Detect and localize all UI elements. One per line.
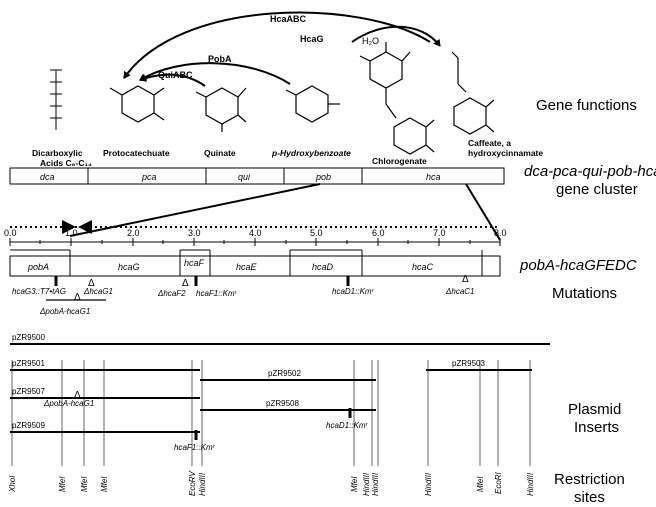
delta-marker-poba: Δ <box>74 292 81 303</box>
mutation-hcag3: hcaG3::T7•tAG <box>12 287 66 296</box>
poba-arrow <box>139 62 291 85</box>
scale-tick-3: 3.0 <box>188 228 201 238</box>
cluster-segment-pob: pob <box>315 172 331 182</box>
plasmid-lines <box>10 343 550 433</box>
cluster-segment-pca: pca <box>141 172 157 182</box>
hcag-label: HcaG <box>300 34 324 44</box>
water-label: H₂O <box>362 36 379 46</box>
delta-marker-hcac: Δ <box>462 274 469 285</box>
chlorogenate-name: Chlorogenate <box>372 156 427 166</box>
cluster-segment-dca: dca <box>40 172 55 182</box>
cluster-bar: dca pca qui pob hca <box>9 167 505 185</box>
gene-functions-label: Gene functions <box>536 97 637 114</box>
delta-marker-hcag: Δ <box>88 278 95 289</box>
kb-scale: 0.0 1.0 2.0 3.0 4.0 5.0 6.0 7.0 8.0 <box>4 228 507 246</box>
site-mfei-3: MfeI <box>100 476 109 492</box>
site-mfei-2: MfeI <box>80 476 89 492</box>
cluster-label-1: dca-pca-qui-pob-hca <box>524 163 656 180</box>
plasmid-pzr9507-deletion: ΔpobA-hcaG1 <box>43 399 94 408</box>
dicarboxylic-acid-structure <box>50 69 62 130</box>
protocatechuate-name: Protocatechuate <box>103 148 170 158</box>
gene-hcaf: hcaF <box>184 258 205 268</box>
scale-tick-7: 7.0 <box>433 228 446 238</box>
reaction-arrows <box>123 11 441 87</box>
gene-hcag: hcaG <box>118 262 140 272</box>
plasmid-pzr9507: pZR9507 <box>12 387 45 396</box>
plasmid-pzr9508-marker: hcaD1::Kmʳ <box>326 421 369 430</box>
dicarboxylic-name-1: Dicarboxylic <box>32 148 83 158</box>
restriction-site-labels: XhoI MfeI MfeI MfeI EcoRV HindIII MfeI H… <box>8 471 535 496</box>
mutation-delta-hcag1: ΔhcaG1 <box>83 287 113 296</box>
caffeate-name-1: Caffeate, a <box>468 138 511 148</box>
bowtie-marker-right <box>78 220 92 234</box>
scale-tick-1: 1.0 <box>65 228 78 238</box>
plasmid-label-2: Inserts <box>574 419 619 436</box>
quiabc-arrow <box>139 73 206 87</box>
chlorogenate-structure <box>359 42 435 155</box>
hcaabc-label: HcaABC <box>270 14 307 24</box>
hydroxybenzoate-name: p-Hydroxybenzoate <box>271 148 351 158</box>
dicarboxylic-name-2: Acids C₆-C₁₄ <box>40 158 92 168</box>
gene-hcac: hcaC <box>412 262 434 272</box>
site-hindiii-3: HindIII <box>371 472 380 496</box>
scale-tick-2: 2.0 <box>127 228 140 238</box>
plasmid-pzr9500: pZR9500 <box>12 333 45 342</box>
scale-tick-8: 8.0 <box>494 228 507 238</box>
quinate-structure <box>195 87 247 132</box>
site-mfei-4: MfeI <box>350 476 359 492</box>
hydroxybenzoate-structure <box>285 85 340 123</box>
gene-hcad: hcaD <box>312 262 334 272</box>
plasmid-deletion-delta: Δ <box>74 390 81 401</box>
mutation-delta-hcaf2: ΔhcaF2 <box>157 289 186 298</box>
mutation-hcaf1: hcaF1::Kmʳ <box>196 289 238 298</box>
restriction-guides <box>11 360 531 466</box>
bowtie-marker <box>62 220 76 234</box>
site-xhoi: XhoI <box>8 475 17 493</box>
restriction-label-1: Restriction <box>554 471 625 488</box>
site-hindiii-1: HindIII <box>198 472 207 496</box>
plasmid-pzr9509: pZR9509 <box>12 421 45 430</box>
caffeate-structure <box>451 51 495 135</box>
mutation-markers <box>46 276 350 301</box>
site-hindiii-4: HindIII <box>424 472 433 496</box>
scale-tick-5: 5.0 <box>310 228 323 238</box>
scale-tick-4: 4.0 <box>249 228 262 238</box>
site-ecorv: EcoRV <box>188 471 197 496</box>
mutation-delta-poba-hcag1: ΔpobA-hcaG1 <box>39 307 90 316</box>
caffeate-name-2: hydroxycinnamate <box>468 148 543 158</box>
zoom-line-right <box>465 183 501 241</box>
plasmid-pzr9509-marker: hcaF1::Kmʳ <box>174 443 216 452</box>
region-label: pobA-hcaGFEDC <box>519 257 637 274</box>
mutation-hcad1: hcaD1::Kmʳ <box>332 287 375 296</box>
poba-label: PobA <box>208 54 232 64</box>
site-ecori: EcoRI <box>494 471 503 494</box>
plasmid-label-1: Plasmid <box>568 401 621 418</box>
gene-bar: pobA hcaG hcaF hcaE hcaD hcaC <box>9 249 501 277</box>
plasmid-markers <box>194 408 352 440</box>
cluster-segment-hca: hca <box>426 172 441 182</box>
restriction-label-2: sites <box>574 489 605 506</box>
delta-marker-hcaf: Δ <box>182 278 189 289</box>
plasmid-pzr9501: pZR9501 <box>12 359 45 368</box>
mutations-label: Mutations <box>552 285 617 302</box>
plasmid-pzr9508: pZR9508 <box>266 399 299 408</box>
mutation-delta-hcac1: ΔhcaC1 <box>445 287 475 296</box>
site-hindiii-2: HindIII <box>362 472 371 496</box>
gene-poba: pobA <box>27 262 49 272</box>
scale-tick-6: 6.0 <box>372 228 385 238</box>
quinate-name: Quinate <box>204 148 236 158</box>
scale-tick-0: 0.0 <box>4 228 17 238</box>
plasmid-pzr9503: pZR9503 <box>452 359 485 368</box>
protocatechuate-structure <box>109 85 165 123</box>
plasmid-pzr9502: pZR9502 <box>268 369 301 378</box>
cluster-label-2: gene cluster <box>556 181 638 198</box>
hcag-arrow <box>351 25 441 47</box>
cluster-segment-qui: qui <box>238 172 251 182</box>
site-mfei-1: MfeI <box>58 476 67 492</box>
quiabc-label: QuiABC <box>158 70 193 80</box>
site-hindiii-5: HindIII <box>526 472 535 496</box>
site-mfei-5: MfeI <box>476 476 485 492</box>
gene-hcae: hcaE <box>236 262 258 272</box>
